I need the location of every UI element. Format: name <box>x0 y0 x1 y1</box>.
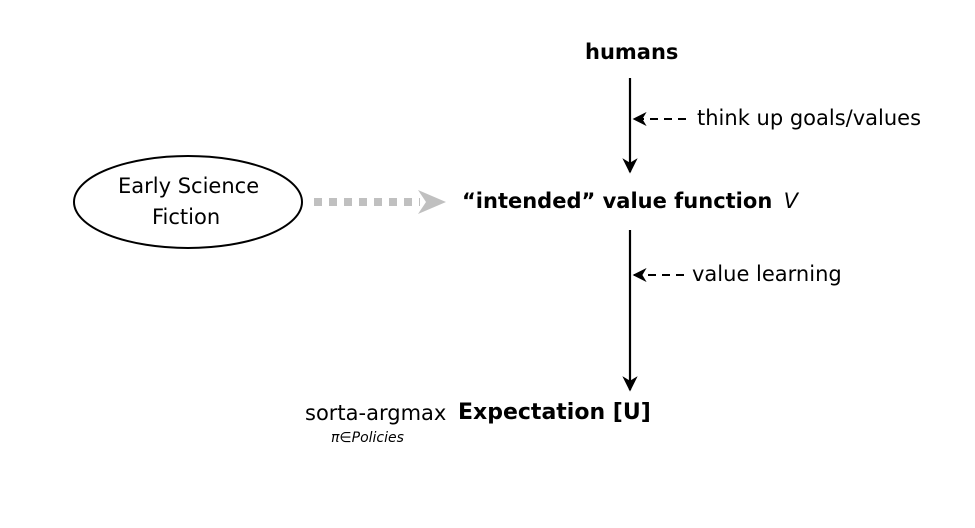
think-up-label: think up goals/values <box>697 106 922 130</box>
argmax-label: sorta-argmax <box>305 401 447 425</box>
value-learning-label: value learning <box>692 262 842 286</box>
expectation-node: Expectation [U] <box>458 400 651 425</box>
v-symbol: V <box>783 189 798 213</box>
humans-node: humans <box>585 40 679 64</box>
fiction-line-2: Fiction <box>152 205 221 229</box>
fiction-line-1: Early Science <box>118 174 260 198</box>
intended-value-label: “intended” value function <box>462 189 773 213</box>
early-science-fiction-node <box>73 155 303 249</box>
intended-value-node: “intended” value function V <box>462 191 798 212</box>
argmax-subscript: π∈Policies <box>331 430 404 446</box>
influence-arrow-head <box>418 190 446 214</box>
